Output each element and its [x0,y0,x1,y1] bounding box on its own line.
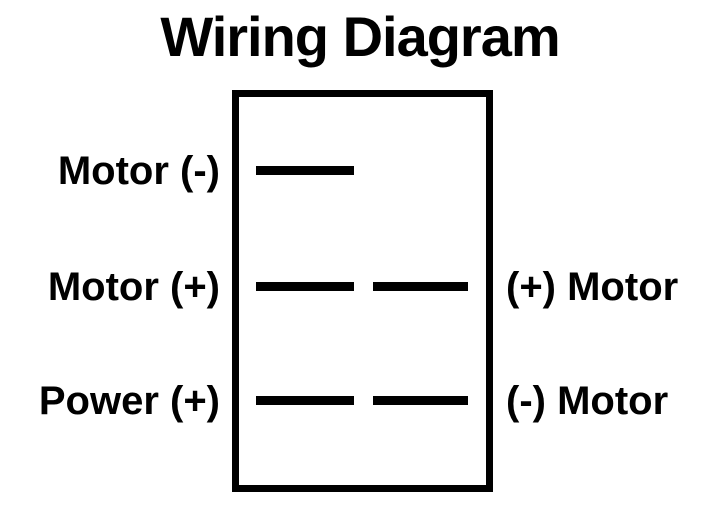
terminal-label-right-motor-negative: (-) Motor [506,379,669,423]
terminal-bar-left [256,282,354,291]
terminal-row [232,166,493,175]
page-title: Wiring Diagram [160,5,560,68]
terminal-bar-left [256,166,354,175]
terminal-bar-right [373,396,468,405]
terminal-label-left-motor-positive: Motor (+) [47,265,220,309]
terminal-label-right-motor-positive: (+) Motor [506,265,679,309]
terminal-label-left-power-positive: Power (+) [38,379,220,423]
terminal-row [232,396,493,405]
terminal-label-left-motor-negative: Motor (-) [57,149,220,193]
terminal-bar-right [373,282,468,291]
switch-body-rectangle [232,90,493,492]
terminal-bar-left [256,396,354,405]
terminal-row [232,282,493,291]
